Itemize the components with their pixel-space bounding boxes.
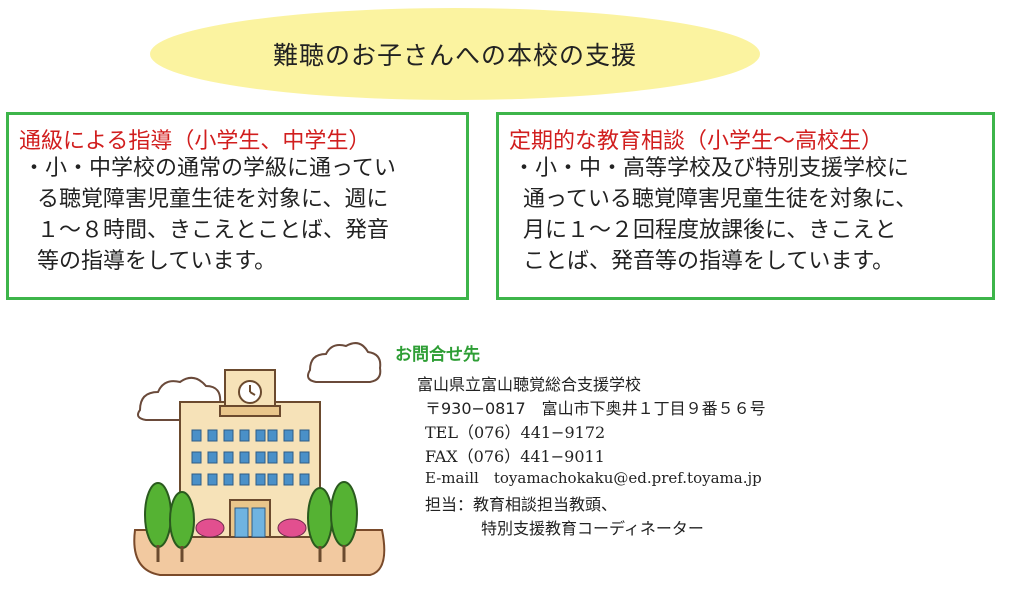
email-address: E-maill toyamachokaku@ed.pref.toyama.jp — [425, 469, 762, 487]
phone-number: TEL（076）441−9172 — [425, 423, 606, 442]
consultation-description: ・小・中・高等学校及び特別支援学校に 通っている聴覚障害児童生徒を対象に、 月に… — [513, 153, 917, 277]
school-icon — [133, 342, 386, 576]
description-line: 通っている聴覚障害児童生徒を対象に、 — [523, 187, 918, 212]
school-building-illustration — [120, 340, 390, 585]
contact-person-role: 特別支援教育コーディネーター — [481, 519, 704, 538]
description-line: 月に１～２回程度放課後に、きこえと — [523, 218, 897, 243]
tsukyu-description: ・小・中学校の通常の学級に通ってい る聴覚障害児童生徒を対象に、週に １～８時間… — [23, 153, 396, 277]
consultation-heading: 定期的な教育相談（小学生～高校生） — [509, 129, 884, 154]
tsukyu-guidance-box: 通級による指導（小学生、中学生） ・小・中学校の通常の学級に通ってい る聴覚障害… — [6, 112, 469, 300]
description-line: １～８時間、きこえとことば、発音 — [37, 218, 390, 243]
fax-number: FAX（076）441−9011 — [425, 447, 605, 466]
description-line: ・小・中学校の通常の学級に通ってい — [23, 156, 396, 181]
school-name: 富山県立富山聴覚総合支援学校 — [417, 375, 642, 394]
title-banner: 難聴のお子さんへの本校の支援 — [150, 8, 760, 100]
page-title: 難聴のお子さんへの本校の支援 — [272, 41, 637, 70]
description-line: る聴覚障害児童生徒を対象に、週に — [37, 187, 389, 212]
consultation-box: 定期的な教育相談（小学生～高校生） ・小・中・高等学校及び特別支援学校に 通って… — [496, 112, 995, 300]
description-line: 等の指導をしています。 — [37, 249, 277, 274]
description-line: ことば、発音等の指導をしています。 — [523, 249, 895, 274]
description-line: ・小・中・高等学校及び特別支援学校に — [513, 156, 910, 181]
contact-heading: お問合せ先 — [395, 345, 480, 365]
contact-person: 担当：教育相談担当教頭、 — [425, 495, 618, 514]
school-address: 〒930−0817 富山市下奥井１丁目９番５６号 — [425, 399, 766, 418]
tsukyu-heading: 通級による指導（小学生、中学生） — [19, 129, 371, 154]
